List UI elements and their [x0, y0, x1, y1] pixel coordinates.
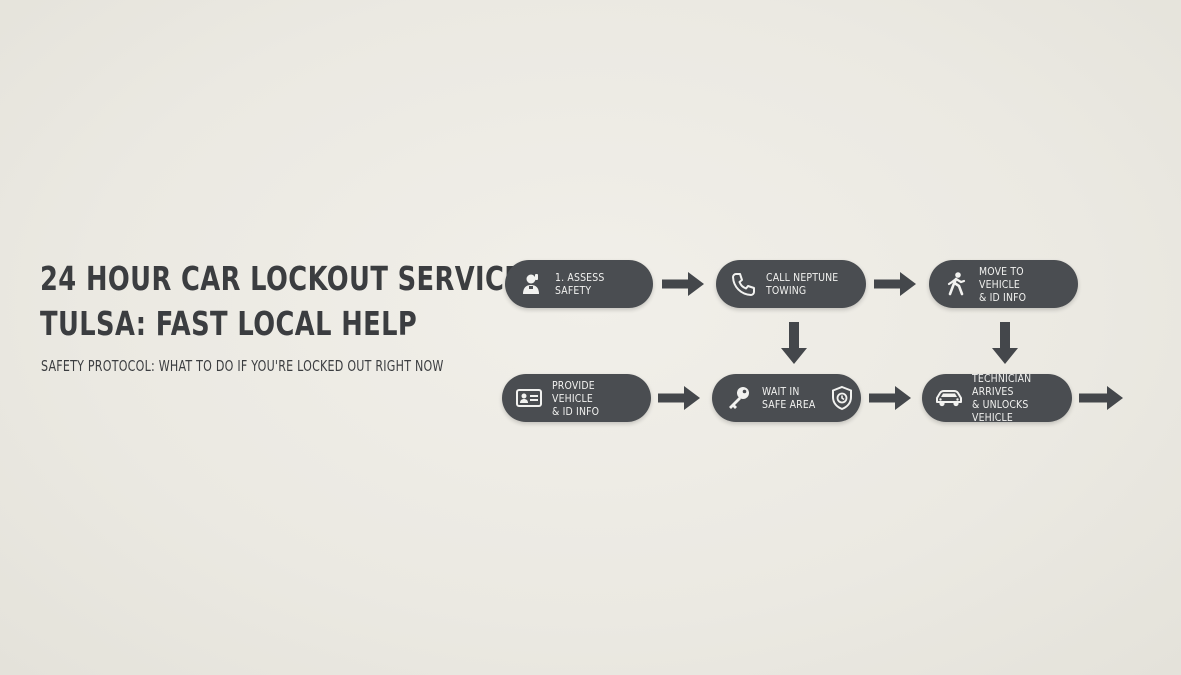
car-icon	[934, 383, 964, 413]
person-phone-icon	[517, 269, 547, 299]
arrow-right-icon	[1079, 386, 1123, 410]
step-move-to-vehicle: MOVE TO VEHICLE & ID INFO	[929, 260, 1078, 308]
arrow-right-icon	[874, 272, 916, 296]
step-label: TECHNICIAN ARRIVES & UNLOCKS VEHICLE	[972, 372, 1032, 424]
step-wait-in-safe-area: WAIT IN SAFE AREA	[712, 374, 861, 422]
step-call-neptune-towing: CALL NEPTUNE TOWING	[716, 260, 866, 308]
phone-icon	[728, 269, 758, 299]
walking-person-icon	[941, 269, 971, 299]
arrow-right-icon	[869, 386, 911, 410]
step-provide-vehicle-id-info: PROVIDE VEHICLE & ID INFO	[502, 374, 651, 422]
step-label: PROVIDE VEHICLE & ID INFO	[552, 378, 600, 418]
shield-icon	[829, 385, 855, 411]
page-subtitle: SAFETY PROTOCOL: WHAT TO DO IF YOU'RE LO…	[41, 357, 444, 375]
step-label: MOVE TO VEHICLE & ID INFO	[979, 264, 1027, 304]
step-label: WAIT IN SAFE AREA	[762, 385, 816, 411]
key-icon	[724, 383, 754, 413]
title-line-2: TULSA: FAST LOCAL HELP	[40, 304, 418, 343]
title-line-1: 24 HOUR CAR LOCKOUT SERVICE	[40, 259, 523, 298]
arrow-down-icon	[992, 322, 1018, 364]
step-label: CALL NEPTUNE TOWING	[766, 271, 839, 297]
arrow-right-icon	[662, 272, 704, 296]
step-label: 1. ASSESS SAFETY	[555, 271, 605, 297]
page-title: 24 HOUR CAR LOCKOUT SERVICE TULSA: FAST …	[40, 256, 523, 346]
step-technician-arrives: TECHNICIAN ARRIVES & UNLOCKS VEHICLE	[922, 372, 1072, 424]
arrow-right-icon	[658, 386, 700, 410]
arrow-down-icon	[781, 322, 807, 364]
id-card-icon	[514, 383, 544, 413]
step-assess-safety: 1. ASSESS SAFETY	[505, 260, 653, 308]
